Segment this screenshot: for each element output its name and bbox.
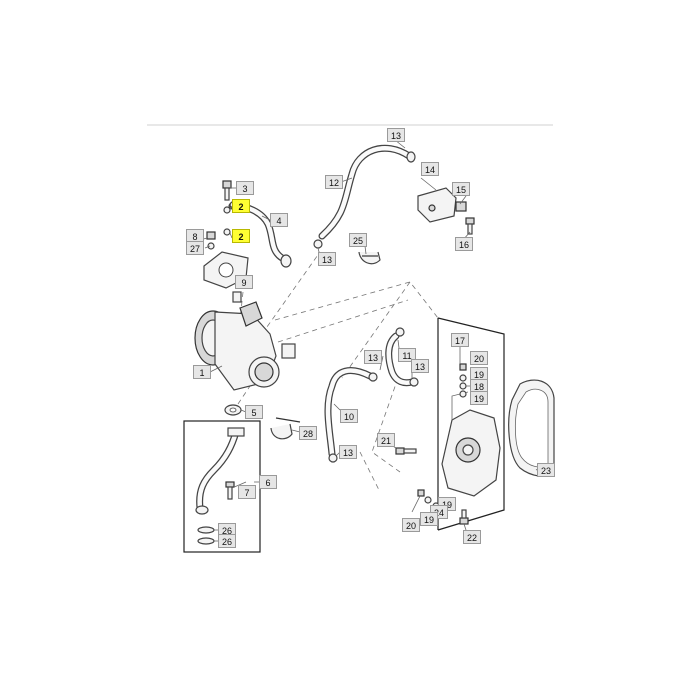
callout-17: 17 [451, 333, 469, 347]
callout-28: 28 [299, 426, 317, 440]
callout-14: 14 [421, 162, 439, 176]
housing-group-frame-right [437, 317, 505, 531]
callout-16: 16 [455, 237, 473, 251]
callout-19: 19 [470, 391, 488, 405]
seal-ring-part-26-lower [197, 537, 215, 545]
turbocharger-part-1 [194, 291, 296, 391]
sealing-washer-lower [223, 228, 231, 236]
callout-5: 5 [245, 405, 263, 419]
callout-8: 8 [186, 229, 204, 243]
o-ring-11-top [395, 327, 405, 337]
callout-13: 13 [318, 252, 336, 266]
coolant-line-part-12 [318, 144, 416, 240]
callout-20: 20 [402, 518, 420, 532]
pump-housing-part-22 [441, 391, 501, 497]
nut-part-8 [206, 231, 216, 250]
callout-25: 25 [349, 233, 367, 247]
callout-2-highlighted[interactable]: 2 [232, 229, 250, 243]
sealing-washer-upper [223, 206, 231, 214]
callout-12: 12 [325, 175, 343, 189]
callout-13: 13 [364, 350, 382, 364]
o-ring-11-end [409, 377, 419, 387]
o-ring-10-top [368, 372, 378, 382]
callout-6: 6 [259, 475, 277, 489]
callout-22: 22 [463, 530, 481, 544]
seal-ring-part-26-upper [197, 526, 215, 534]
callout-15: 15 [452, 182, 470, 196]
gasket-part-23 [508, 379, 555, 477]
bolt-part-22 [459, 509, 469, 525]
banjo-bolt-part-3 [222, 180, 232, 201]
bracket-part-14 [417, 187, 457, 223]
callout-20: 20 [470, 351, 488, 365]
o-ring-part-13-upper [313, 239, 323, 249]
bolt-part-21 [395, 447, 417, 455]
coolant-hose-part-10 [324, 367, 374, 458]
callout-26: 26 [218, 534, 236, 548]
callout-9: 9 [235, 275, 253, 289]
callout-4: 4 [270, 213, 288, 227]
callout-21: 21 [377, 433, 395, 447]
oil-return-tube-part-6 [195, 427, 245, 515]
clip-part-28 [270, 417, 301, 440]
callout-23: 23 [537, 463, 555, 477]
callout-1: 1 [193, 365, 211, 379]
callout-7: 7 [238, 485, 256, 499]
callout-10: 10 [340, 409, 358, 423]
nut-part-15 [455, 201, 467, 212]
gasket-part-5 [224, 404, 242, 416]
bolt-part-16 [465, 217, 475, 235]
callout-27: 27 [186, 241, 204, 255]
callout-13: 13 [411, 359, 429, 373]
clip-part-25 [358, 251, 381, 265]
coolant-hose-part-11 [385, 332, 416, 387]
callout-11: 11 [398, 348, 416, 362]
callout-3: 3 [236, 181, 254, 195]
callout-2-highlighted[interactable]: 2 [232, 199, 250, 213]
callout-19: 19 [420, 512, 438, 526]
bolt-part-7 [225, 481, 235, 500]
callout-13: 13 [339, 445, 357, 459]
callout-13: 13 [387, 128, 405, 142]
o-ring-10-bottom [328, 453, 338, 463]
